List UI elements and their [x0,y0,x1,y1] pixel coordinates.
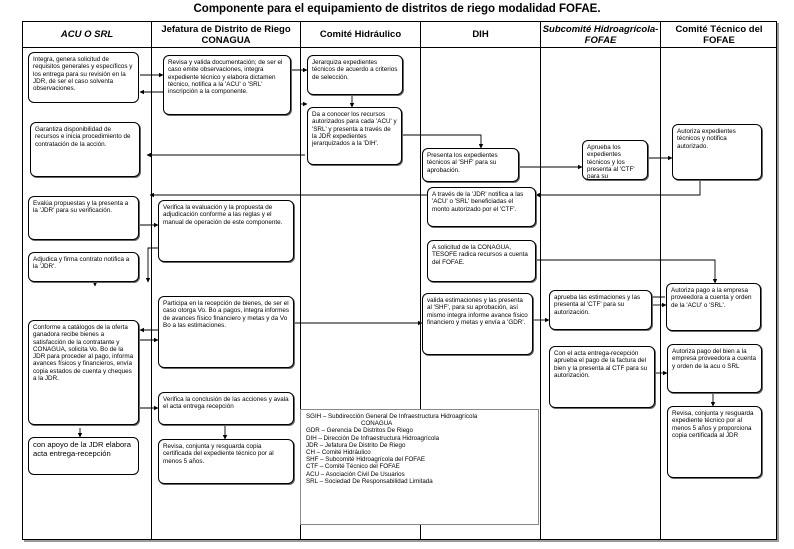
lane-divider [540,22,541,539]
legend-item: CONAGUA [361,420,393,428]
legend-item: SGIH – Subdirección General De Infraestr… [306,413,478,420]
process-box-aprueba-expedientes: Aprueba los expedientes técnicos y los p… [582,140,648,180]
process-box-autoriza-pago-bien: Autoriza pago del bien a la empresa prov… [667,344,762,393]
lane-divider [300,22,301,539]
legend-item: CH – Comité Hidráulico [306,449,371,457]
process-box-aprueba-estimaciones: aprueba las estimaciones y las presenta … [549,290,652,330]
lane-divider [660,22,661,539]
legend-item: SHF – Subcomité Hidroagrícola del FOFAE [306,456,425,464]
process-box-participa-recepcion: Participa en la recepción de bienes, de … [158,296,294,368]
process-box-jerarquiza: Jerarquiza expedientes técnicos de acuer… [307,55,403,95]
lane-header-subcomite-fofae: Subcomité Hidroagrícola-FOFAE [541,22,660,48]
process-box-integra-solicitud: Integra, genera solicitud de requisitos … [28,52,139,103]
process-box-evalua-propuestas: Evalúa propuestas y la presenta a la 'JD… [28,196,139,240]
legend-item: DIH – Dirección De Infraestructura Hidro… [306,434,440,442]
process-box-acta-entrega: con apoyo de la JDR elabora acta entrega… [28,437,139,475]
acronym-legend: SGIH – Subdirección General De Infraestr… [300,409,539,525]
lane-header-dih: DIH [421,22,540,48]
process-box-adjudica-contrato: Adjudica y firma contrato notifica a la … [28,252,139,282]
lane-header-comite-tecnico: Comité Técnico del FOFAE [661,22,777,48]
legend-item: GDR – Gerencia De Distritos De Riego [306,427,413,435]
legend-item: ACU – Asociación Civil De Usuarios [306,470,405,478]
lane-header-jefatura: Jefatura de Distrito de Riego CONAGUA [152,22,300,48]
process-box-radica-recursos: A solicitud de la CONAGUA, TESOFE radica… [427,240,536,282]
legend-item: CTF – Comité Técnico del FOFAE [306,463,400,471]
lane-divider [151,22,152,539]
legend-item: SRL – Sociedad De Responsabilidad Limita… [306,477,433,485]
process-box-autoriza-expedientes: Autoriza expedientes técnicos y notifica… [672,124,762,180]
process-box-notifica-monto: A través de la 'JDR' notifica a las 'ACU… [427,187,536,227]
process-box-recibe-bienes: Conforme a catálogos de la oferta ganado… [28,320,139,425]
process-box-presenta-shf: Presenta los expedientes técnicos al 'SH… [422,148,519,182]
process-box-verifica-evaluacion: Verifica la evaluación y la propuesta de… [158,200,294,262]
process-box-resguarda-expediente-ctf: Revisa, conjunta y resguarda expediente … [667,406,762,478]
process-box-revisa-valida: Revisa y valida documentación; de ser el… [163,55,291,115]
process-box-garantiza-recursos: Garantiza disponibilidad de recursos e i… [30,122,140,177]
process-box-valida-estimaciones: valida estimaciones y las presenta al 'S… [422,293,533,355]
swimlane-frame [22,21,777,540]
process-box-autoriza-pago-empresa: Autoriza pago a la empresa proveedora a … [666,283,761,331]
lane-divider [420,22,421,539]
process-box-aprueba-pago-factura: Con el acta entrega-recepción aprueba el… [549,346,655,408]
lane-header-acu-srl: ACU O SRL [23,22,151,48]
process-box-verifica-conclusion: Verifica la conclusión de las acciones y… [158,392,294,425]
diagram-title: Componente para el equipamiento de distr… [193,3,601,15]
legend-item: JDR – Jefatura De Distrito De Riego [306,441,406,449]
lane-header-comite-hidraulico: Comité Hidráulico [301,22,420,48]
process-box-resguarda-expediente: Revisa, conjunta y resguarda copia certi… [158,439,294,484]
process-box-da-a-conocer: Da a conocer los recursos autorizados pa… [307,107,402,165]
